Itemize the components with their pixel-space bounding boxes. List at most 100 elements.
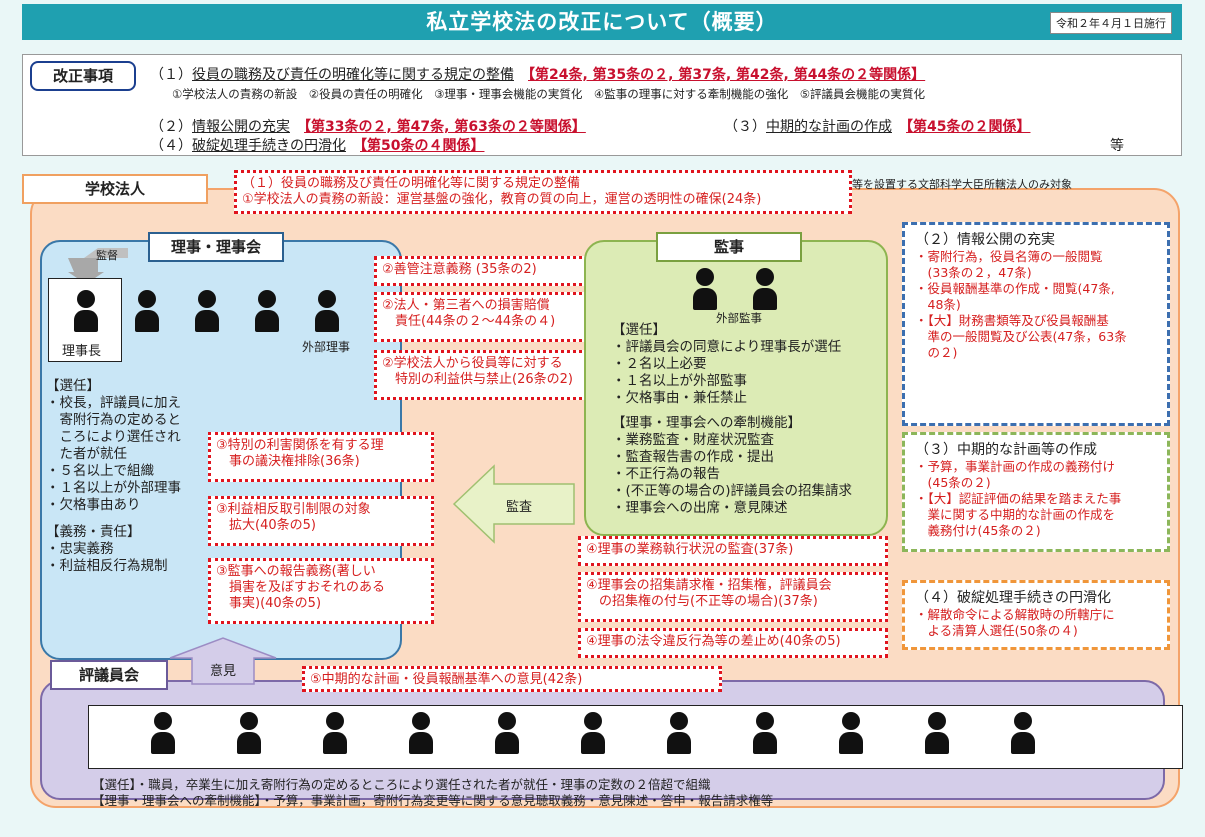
report-duty-box: ③監事への報告義務(著しい 損害を及ぼすおそれのある 事実)(40条の5) xyxy=(208,558,434,624)
board-text-line: ・欠格事由あり xyxy=(46,497,141,513)
board-text-line: ・校長，評議員に加え xyxy=(46,395,181,411)
chair-label: 理事長 xyxy=(62,344,102,359)
auditor-text: 【選任】 ・評議員会の同意により理事長が選任 ・２名以上必要 ・１名以上が外部監… xyxy=(612,322,882,517)
auditor-text-line: ・理事会への出席・意見陳述 xyxy=(612,500,788,516)
board-text: 【選任】 ・校長，評議員に加え 寄附行為の定めると ころにより選任され た者が就… xyxy=(46,378,216,575)
auditor-text-line: ・不正行為の報告 xyxy=(612,466,720,482)
auditor-text-gap xyxy=(612,407,882,415)
amendment-summary xyxy=(22,54,1182,156)
convocation-right-box: ④理事会の招集請求権・招集権，評議員会 の招集権の付与(不正等の場合)(37条) xyxy=(578,572,888,622)
council-line-1: 【選任】・職員，卒業生に加え寄附行為の定めるところにより選任された者が就任・理事… xyxy=(92,777,711,792)
business-audit-box: ④理事の業務執行状況の監査(37条) xyxy=(578,536,888,566)
transaction-limit-box: ③利益相反取引制限の対象 拡大(40条の5) xyxy=(208,496,434,546)
councillors-row xyxy=(88,705,1183,769)
audit-arrow xyxy=(452,464,575,544)
amendment-tag: 改正事項 xyxy=(30,61,136,91)
school-duty-box: （１）役員の職務及び責任の明確化等に関する規定の整備 ①学校法人の責務の新設：運… xyxy=(234,170,852,214)
board-tag: 理事・理事会 xyxy=(148,232,284,262)
page-title: 私立学校法の改正について（概要） xyxy=(426,10,778,34)
director-icon-2 xyxy=(194,290,220,332)
bankruptcy-title: （４）破綻処理手続きの円滑化 xyxy=(915,590,1111,606)
auditor-text-line: ・業務監査・財産状況監査 xyxy=(612,432,774,448)
auditor-text-line: ・(不正等の場合の)評議員会の招集請求 xyxy=(612,483,853,499)
councillor-icon-2 xyxy=(236,712,262,754)
board-text-line: ・１名以上が外部理事 xyxy=(46,480,181,496)
amend-2-title: 情報公開の充実 xyxy=(192,119,290,135)
amend-3-num: （３） xyxy=(724,119,766,135)
amend-1-title: 役員の職務及び責任の明確化等に関する規定の整備 xyxy=(192,67,514,83)
external-director-label: 外部理事 xyxy=(302,340,351,354)
councillor-icon-4 xyxy=(408,712,434,754)
councillor-icon-6 xyxy=(580,712,606,754)
councillor-icon-7 xyxy=(666,712,692,754)
councillor-icon-9 xyxy=(838,712,864,754)
auditor-text-line: ・評議員会の同意により理事長が選任 xyxy=(612,339,842,355)
amend-line-3: （３）中期的な計画の作成 【第45条の２関係】 xyxy=(724,116,1030,136)
info-disclosure-title: （２）情報公開の充実 xyxy=(915,232,1055,248)
info-item: ・寄附行為，役員名簿の一般閲覧 xyxy=(915,249,1103,264)
duty-care-box: ②善管注意義務 (35条の2) xyxy=(374,256,606,286)
amend-line-1: （１）役員の職務及び責任の明確化等に関する規定の整備 【第24条, 第35条の２… xyxy=(150,64,925,84)
amend-4-title: 破綻処理手続きの円滑化 xyxy=(192,138,346,154)
effective-date-badge: 令和２年４月１日施行 xyxy=(1050,12,1172,34)
school-duty-line-2: ①学校法人の責務の新設：運営基盤の強化，教育の質の向上，運営の透明性の確保(24… xyxy=(242,192,762,207)
council-line-2: 【理事・理事会への牽制機能】・予算，事業計画，寄附行為変更等に関する意見聴取義務… xyxy=(92,793,774,808)
audit-label: 監査 xyxy=(506,500,533,515)
board-text-gap xyxy=(46,514,216,524)
auditor-text-line: 【理事・理事会への牽制機能】 xyxy=(612,415,801,431)
board-text-line: 【義務・責任】 xyxy=(46,524,141,540)
benefit-ban-box: ②学校法人から役員等に対する 特別の利益供与禁止(26条の2) xyxy=(374,350,606,400)
liability-box: ②法人・第三者への損害賠償 責任(44条の２～44条の４) xyxy=(374,292,606,342)
header-bar: 私立学校法の改正について（概要） 令和２年４月１日施行 xyxy=(22,4,1182,40)
auditor-tag: 監事 xyxy=(656,232,802,262)
councillor-icon-3 xyxy=(322,712,348,754)
chair-person-icon xyxy=(73,290,99,332)
auditor-text-line: ・欠格事由・兼任禁止 xyxy=(612,390,747,406)
board-text-line: た者が就任 xyxy=(46,446,127,462)
auditor-text-line: 【選任】 xyxy=(612,322,666,338)
plan-item: (45条の２) xyxy=(915,475,991,490)
amend-1-sub: ①学校法人の責務の新設 ②役員の責任の明確化 ③理事・理事会機能の実質化 ④監事… xyxy=(172,87,926,101)
councillor-icon-5 xyxy=(494,712,520,754)
councillor-icon-11 xyxy=(1010,712,1036,754)
board-text-line: ころにより選任され xyxy=(46,429,181,445)
director-icon-3 xyxy=(254,290,280,332)
opinion-label: 意見 xyxy=(210,664,237,679)
auditor-text-line: ・監査報告書の作成・提出 xyxy=(612,449,774,465)
plan-item: ・【大】認証評価の結果を踏まえた事 xyxy=(915,491,1122,506)
amend-3-title: 中期的な計画の作成 xyxy=(766,119,892,135)
info-disclosure-box: （２）情報公開の充実 ・寄附行為，役員名簿の一般閲覧 (33条の２，47条) ・… xyxy=(902,222,1170,426)
info-item: (33条の２，47条) xyxy=(915,265,1032,280)
amend-4-num: （４） xyxy=(150,138,192,154)
council-opinion-box: ⑤中期的な計画・役員報酬基準への意見(42条) xyxy=(302,666,722,692)
amend-etc: 等 xyxy=(1110,138,1124,154)
external-auditor-icon xyxy=(752,268,778,310)
board-text-line: 【選任】 xyxy=(46,378,100,394)
amend-1-articles: 【第24条, 第35条の２, 第37条, 第42条, 第44条の２等関係】 xyxy=(528,67,926,83)
info-item: の２) xyxy=(915,345,958,360)
auditor-area xyxy=(584,240,888,536)
external-director-icon xyxy=(314,290,340,332)
auditor-icon xyxy=(692,268,718,310)
school-corporation-tag: 学校法人 xyxy=(22,174,208,204)
plan-item: 業に関する中期的な計画の作成を xyxy=(915,507,1116,522)
auditor-text-line: ・１名以上が外部監事 xyxy=(612,373,747,389)
injunction-box: ④理事の法令違反行為等の差止め(40条の5) xyxy=(578,628,888,658)
bankruptcy-item: よる清算人選任(50条の４) xyxy=(915,623,1078,638)
info-item: 準の一般閲覧及び公表(47条，63条 xyxy=(915,329,1127,344)
plan-item: ・予算，事業計画の作成の義務付け xyxy=(915,459,1116,474)
bankruptcy-box: （４）破綻処理手続きの円滑化 ・解散命令による解散時の所轄庁に よる清算人選任(… xyxy=(902,580,1170,650)
bankruptcy-item: ・解散命令による解散時の所轄庁に xyxy=(915,607,1115,622)
midterm-plan-box: （３）中期的な計画等の作成 ・予算，事業計画の作成の義務付け (45条の２) ・… xyxy=(902,432,1170,552)
councillor-icon-10 xyxy=(924,712,950,754)
dai-note: 【大】は大学等を設置する文部科学大臣所轄法人のみ対象 xyxy=(786,178,1072,191)
amend-line-4: （４）破綻処理手続きの円滑化 【第50条の４関係】 xyxy=(150,135,484,155)
info-item: 48条) xyxy=(915,297,961,312)
plan-item: 義務付け(45条の２) xyxy=(915,523,1041,538)
auditor-text-line: ・２名以上必要 xyxy=(612,356,707,372)
midterm-plan-title: （３）中期的な計画等の作成 xyxy=(915,442,1097,458)
school-duty-line-1: （１）役員の職務及び責任の明確化等に関する規定の整備 xyxy=(242,176,581,191)
info-item: ・役員報酬基準の作成・閲覧(47条, xyxy=(915,281,1115,296)
supervise-arrow xyxy=(68,248,128,284)
opinion-arrow xyxy=(169,637,277,685)
